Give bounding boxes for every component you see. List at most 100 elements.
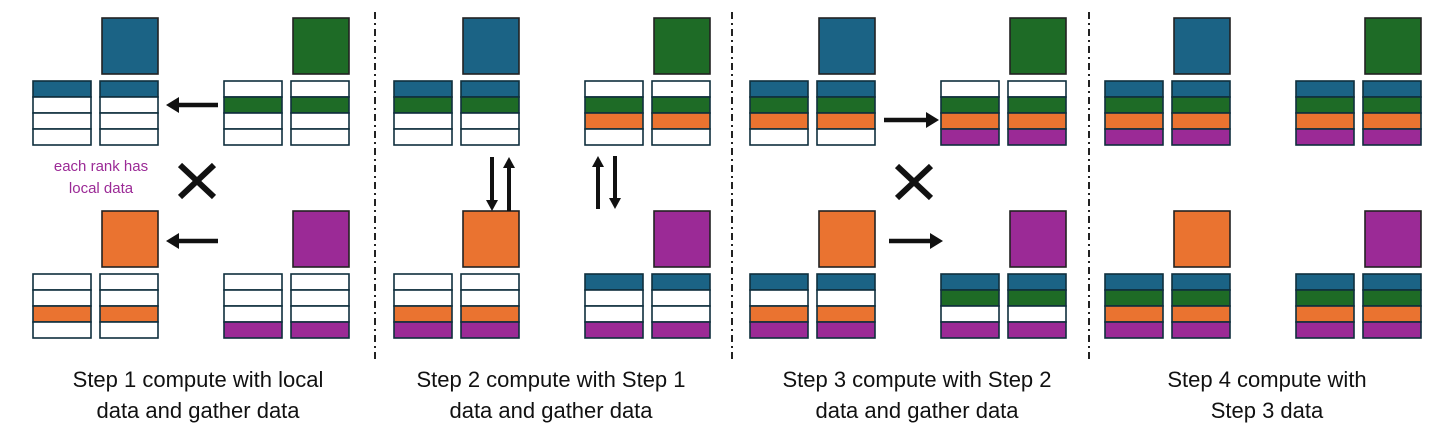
buffer-cell xyxy=(223,321,283,339)
data-stack xyxy=(940,80,1000,146)
buffer-cell xyxy=(651,112,711,130)
data-stack xyxy=(460,80,520,146)
buffer-cell xyxy=(1104,305,1164,323)
buffer-cell xyxy=(816,321,876,339)
step-2-caption: Step 2 compute with Step 1 data and gath… xyxy=(371,364,731,426)
step-3-caption-line-2: data and gather data xyxy=(815,398,1019,423)
buffer-cell xyxy=(1171,321,1231,339)
buffer-cell xyxy=(749,289,809,307)
data-stack xyxy=(816,273,876,339)
local-data-note: each rank has local data xyxy=(36,156,166,200)
local-data-block xyxy=(101,17,159,75)
buffer-cell xyxy=(584,80,644,98)
data-stack xyxy=(1007,273,1067,339)
buffer-cell xyxy=(940,321,1000,339)
buffer-cell xyxy=(1104,289,1164,307)
buffer-cell xyxy=(1007,273,1067,291)
rank-1 xyxy=(223,17,350,146)
buffer-cell xyxy=(99,273,159,291)
rank-2 xyxy=(749,210,876,339)
step-1-caption-line-2: data and gather data xyxy=(96,398,300,423)
buffer-cell xyxy=(460,305,520,323)
data-stack xyxy=(1104,273,1164,339)
data-stack xyxy=(749,80,809,146)
cross-stroke xyxy=(894,163,934,201)
buffer-cell xyxy=(1295,273,1355,291)
buffer-cell xyxy=(816,80,876,98)
buffer-cell xyxy=(1362,128,1422,146)
buffer-cell xyxy=(749,80,809,98)
buffer-cell xyxy=(1171,112,1231,130)
local-data-block xyxy=(818,17,876,75)
local-data-block xyxy=(653,17,711,75)
data-stack xyxy=(816,80,876,146)
local-data-block xyxy=(818,210,876,268)
buffer-cell xyxy=(749,112,809,130)
data-stack xyxy=(651,80,711,146)
buffer-cell xyxy=(1362,96,1422,114)
buffer-cell xyxy=(1171,305,1231,323)
buffer-cell xyxy=(816,289,876,307)
buffer-cell xyxy=(290,305,350,323)
buffer-cell xyxy=(290,96,350,114)
note-line-1: each rank has xyxy=(53,158,149,175)
exchange-arrow-bottom-head xyxy=(930,233,943,249)
buffer-cell xyxy=(749,128,809,146)
cross-stroke xyxy=(177,162,217,200)
buffer-cell xyxy=(651,289,711,307)
buffer-cell xyxy=(99,128,159,146)
buffer-cell xyxy=(99,112,159,130)
buffer-cell xyxy=(1171,80,1231,98)
buffer-cell xyxy=(32,112,92,130)
local-data-block xyxy=(462,17,520,75)
buffer-cell xyxy=(32,128,92,146)
data-stack xyxy=(1362,80,1422,146)
exchange-arrow-top-head xyxy=(926,112,939,128)
data-stack xyxy=(99,273,159,339)
buffer-cell xyxy=(584,273,644,291)
buffer-cell xyxy=(1171,273,1231,291)
step-4-panel xyxy=(1104,17,1422,339)
buffer-cell xyxy=(99,305,159,323)
step-1-panel xyxy=(32,17,350,339)
rank-1 xyxy=(584,17,711,146)
local-data-block xyxy=(1009,17,1067,75)
buffer-cell xyxy=(1362,112,1422,130)
swap-up-head xyxy=(503,157,515,168)
swap-arrows-icon xyxy=(486,157,515,211)
rank-0 xyxy=(32,17,159,146)
data-stack xyxy=(584,80,644,146)
buffer-cell xyxy=(1007,305,1067,323)
local-data-block xyxy=(1173,210,1231,268)
data-stack xyxy=(1362,273,1422,339)
buffer-cell xyxy=(651,80,711,98)
data-stack xyxy=(1295,80,1355,146)
data-stack xyxy=(1171,80,1231,146)
step-3-caption: Step 3 compute with Step 2 data and gath… xyxy=(737,364,1097,426)
buffer-cell xyxy=(1007,96,1067,114)
exchange-arrow-bottom-head xyxy=(166,233,179,249)
buffer-cell xyxy=(393,289,453,307)
data-stack xyxy=(223,80,283,146)
step-2-caption-line-1: Step 2 compute with Step 1 xyxy=(416,367,686,392)
buffer-cell xyxy=(816,112,876,130)
buffer-cell xyxy=(584,96,644,114)
buffer-cell xyxy=(290,128,350,146)
swap-down-head xyxy=(486,200,498,211)
buffer-cell xyxy=(940,289,1000,307)
buffer-cell xyxy=(1007,321,1067,339)
buffer-cell xyxy=(1104,96,1164,114)
buffer-cell xyxy=(460,96,520,114)
buffer-cell xyxy=(651,96,711,114)
buffer-cell xyxy=(749,321,809,339)
buffer-cell xyxy=(816,305,876,323)
buffer-cell xyxy=(940,273,1000,291)
data-stack xyxy=(32,273,92,339)
buffer-cell xyxy=(393,321,453,339)
buffer-cell xyxy=(290,80,350,98)
buffer-cell xyxy=(1171,289,1231,307)
data-stack xyxy=(651,273,711,339)
buffer-cell xyxy=(816,273,876,291)
local-data-block xyxy=(1009,210,1067,268)
